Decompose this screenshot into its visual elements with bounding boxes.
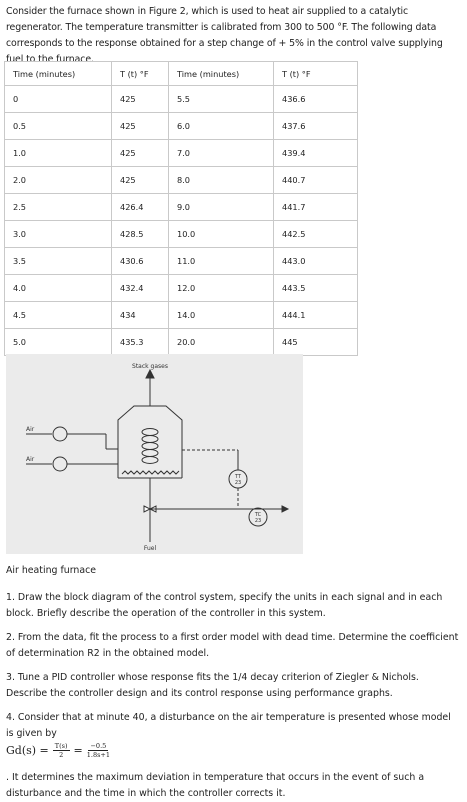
table-cell: 436.6 bbox=[273, 85, 358, 113]
table-cell: 2.0 bbox=[4, 166, 112, 194]
intro-paragraph: Consider the furnace shown in Figure 2, … bbox=[6, 6, 443, 65]
table-cell: 1.0 bbox=[4, 139, 112, 167]
table-cell: 14.0 bbox=[168, 301, 274, 329]
table-cell: 0.5 bbox=[4, 112, 112, 140]
formula-f1-denominator: 2 bbox=[59, 751, 64, 759]
question-3: 3. Tune a PID controller whose response … bbox=[6, 672, 419, 699]
stack-arrow-icon bbox=[145, 368, 155, 379]
formula-f1-numerator: T(s) bbox=[52, 742, 70, 751]
table-cell: 4.0 bbox=[4, 274, 112, 302]
table-cell: 8.0 bbox=[168, 166, 274, 194]
table-cell: 3.5 bbox=[4, 247, 112, 275]
table-cell: 443.0 bbox=[273, 247, 358, 275]
table-cell: 425 bbox=[111, 112, 169, 140]
table-cell: 437.6 bbox=[273, 112, 358, 140]
formula-f2-denominator: 1.8s+1 bbox=[86, 751, 111, 759]
table-cell: 434 bbox=[111, 301, 169, 329]
formula-fraction-2: −0.5 1.8s+1 bbox=[87, 742, 110, 759]
table-cell: 435.3 bbox=[111, 328, 169, 356]
flame-icon bbox=[121, 470, 180, 475]
question-1: 1. Draw the block diagram of the control… bbox=[6, 592, 443, 619]
table-cell: 3.0 bbox=[4, 220, 112, 248]
tt-number: 23 bbox=[235, 480, 241, 486]
tc-number: 23 bbox=[255, 518, 261, 524]
furnace-diagram-svg: Stack gases Air Air Fuel TT 23 TC 23 bbox=[26, 363, 290, 552]
table-cell: 444.1 bbox=[273, 301, 358, 329]
blower-2-icon bbox=[52, 456, 68, 472]
furnace-diagram: Stack gases Air Air Fuel TT 23 TC 23 bbox=[6, 354, 303, 554]
table-cell: 4.5 bbox=[4, 301, 112, 329]
table-cell: 432.4 bbox=[111, 274, 169, 302]
table-cell: 11.0 bbox=[168, 247, 274, 275]
question-2: 2. From the data, fit the process to a f… bbox=[6, 632, 459, 659]
table-cell: 430.6 bbox=[111, 247, 169, 275]
coil-icon bbox=[141, 428, 159, 436]
disturbance-formula: Gd(s) = T(s) 2 = −0.5 1.8s+1 bbox=[6, 742, 110, 759]
formula-fraction-1: T(s) 2 bbox=[52, 742, 70, 759]
table-cell: 10.0 bbox=[168, 220, 274, 248]
table-cell: 445 bbox=[273, 328, 358, 356]
table-cell: 5.0 bbox=[4, 328, 112, 356]
formula-equals: = bbox=[73, 744, 83, 757]
formula-lhs: Gd(s) = bbox=[6, 744, 49, 757]
table-cell: 442.5 bbox=[273, 220, 358, 248]
table-cell: 426.4 bbox=[111, 193, 169, 221]
table-header-row: Time (minutes) T (t) °F Time (minutes) T… bbox=[4, 61, 358, 86]
col-header-time-1: Time (minutes) bbox=[4, 61, 112, 86]
table-cell: 2.5 bbox=[4, 193, 112, 221]
tc-instrument-icon bbox=[248, 507, 268, 527]
question-4-continued: . It determines the maximum deviation in… bbox=[6, 772, 425, 799]
blower-1-icon bbox=[52, 426, 68, 442]
table-cell: 20.0 bbox=[168, 328, 274, 356]
table-cell: 428.5 bbox=[111, 220, 169, 248]
question-4: 4. Consider that at minute 40, a disturb… bbox=[6, 712, 451, 739]
formula-f2-numerator: −0.5 bbox=[88, 742, 109, 751]
air-label-1: Air bbox=[26, 426, 35, 433]
table-cell: 425 bbox=[111, 85, 169, 113]
table-cell: 440.7 bbox=[273, 166, 358, 194]
air-label-2: Air bbox=[26, 456, 35, 463]
fuel-label: Fuel bbox=[144, 545, 157, 552]
table-cell: 6.0 bbox=[168, 112, 274, 140]
col-header-time-2: Time (minutes) bbox=[168, 61, 274, 86]
stack-gases-label: Stack gases bbox=[132, 363, 168, 370]
table-cell: 12.0 bbox=[168, 274, 274, 302]
table-cell: 441.7 bbox=[273, 193, 358, 221]
table-cell: 425 bbox=[111, 139, 169, 167]
table-cell: 0 bbox=[4, 85, 112, 113]
table-cell: 439.4 bbox=[273, 139, 358, 167]
step-response-table: Time (minutes) T (t) °F Time (minutes) T… bbox=[4, 61, 358, 356]
table-cell: 9.0 bbox=[168, 193, 274, 221]
tt-label: TT bbox=[234, 474, 242, 480]
table-cell: 425 bbox=[111, 166, 169, 194]
col-header-temp-1: T (t) °F bbox=[111, 61, 169, 86]
col-header-temp-2: T (t) °F bbox=[273, 61, 358, 86]
table-cell: 7.0 bbox=[168, 139, 274, 167]
table-cell: 443.5 bbox=[273, 274, 358, 302]
figure-caption: Air heating furnace bbox=[6, 565, 97, 576]
furnace-wall bbox=[117, 405, 183, 478]
tc-label: TC bbox=[254, 512, 262, 518]
table-cell: 5.5 bbox=[168, 85, 274, 113]
